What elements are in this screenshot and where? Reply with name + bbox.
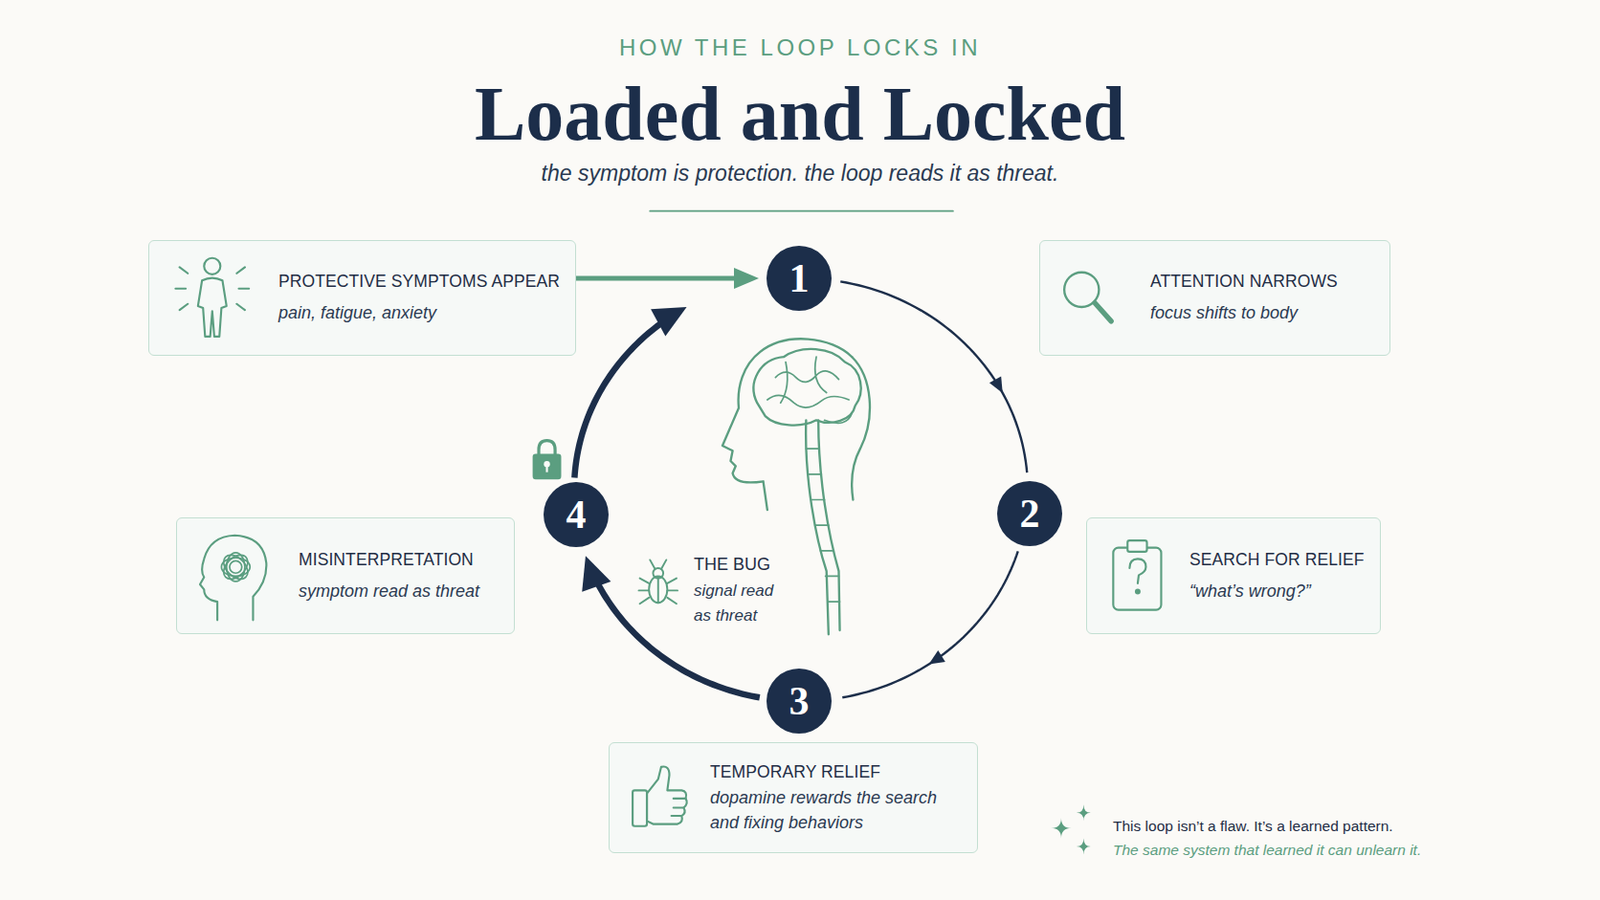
- step-number: 3: [789, 681, 810, 722]
- clipboard-clip: [1127, 540, 1147, 553]
- magnifier-lens: [1064, 272, 1099, 308]
- tangle-loop: [219, 551, 253, 585]
- tangle-core: [229, 560, 243, 574]
- divider-line: [649, 210, 954, 213]
- clipboard-icon: [1112, 540, 1161, 611]
- number-circle-fill: [766, 245, 832, 312]
- step-number-circle: 1: [766, 245, 832, 312]
- arrowhead: [650, 307, 688, 336]
- step-heading: MISINTERPRETATION: [298, 549, 514, 571]
- thumbs-up-icon: [632, 767, 688, 827]
- sparkle: [1050, 818, 1071, 839]
- thumb-fingers: [671, 799, 687, 817]
- step-box: PROTECTIVE SYMPTOMS APPEAR pain, fatigue,…: [148, 240, 577, 356]
- tangle-loop: [226, 553, 245, 582]
- head-back-outline: [851, 356, 870, 500]
- bug-head: [652, 568, 664, 579]
- cycle-arrow: [574, 323, 661, 478]
- lock-keyhole: [543, 461, 550, 467]
- number-circle-fill: [997, 481, 1063, 547]
- person-rays: [175, 266, 249, 311]
- lock-body: [533, 454, 562, 481]
- vertebrae: [805, 448, 840, 602]
- step-heading: PROTECTIVE SYMPTOMS APPEAR: [278, 270, 576, 292]
- tangle-loop: [219, 551, 253, 585]
- step-box: TEMPORARY RELIEFdopamine rewards the sea…: [608, 742, 978, 854]
- step-number-circle: 4: [543, 482, 609, 548]
- step-description: focus shifts to body: [1150, 300, 1390, 326]
- step-number: 1: [789, 258, 810, 299]
- lock-shackle: [538, 441, 556, 457]
- number-circle-fill: [766, 668, 832, 734]
- footer-note: The same system that learned it can unle…: [1112, 841, 1422, 861]
- person-head: [203, 258, 221, 275]
- sparkle-icon: [1050, 804, 1091, 855]
- step-description: “what’s wrong?”: [1189, 578, 1380, 604]
- arrowhead: [581, 555, 611, 592]
- tangle-loop: [221, 557, 250, 577]
- tangled-head-icon: [200, 535, 267, 622]
- magnifier-icon: [1064, 272, 1112, 322]
- cycle-arrow: [840, 281, 1027, 473]
- step-description: symptom read as threat: [298, 578, 514, 604]
- bug-note: signal read as threat: [693, 578, 790, 629]
- brain-folds: [767, 356, 853, 423]
- cycle-arrow: [576, 276, 736, 282]
- clipboard-board: [1112, 548, 1161, 611]
- thumb-cuff: [632, 790, 647, 826]
- bug-label: THE BUG: [693, 554, 771, 576]
- number-circle-fill: [543, 482, 609, 548]
- step-number-circle: 2: [997, 481, 1063, 547]
- thumb-hand: [646, 767, 688, 825]
- person-body: [198, 278, 227, 337]
- clipboard-question-dot: [1135, 590, 1140, 595]
- step-description: pain, fatigue, anxiety: [278, 300, 576, 326]
- lock-icon: [533, 441, 562, 481]
- lock-keyhole-slot: [545, 465, 548, 472]
- step-number-circle: 3: [766, 668, 832, 734]
- magnifier-handle: [1094, 303, 1112, 322]
- person-icon: [175, 258, 249, 337]
- sparkle: [1076, 838, 1091, 855]
- diagram-title: Loaded and Locked: [0, 75, 1600, 153]
- step-box: SEARCH FOR RELIEF “what’s wrong?”: [1086, 517, 1381, 635]
- diagram-subtitle: the symptom is protection. the loop read…: [0, 158, 1600, 188]
- step-heading: SEARCH FOR RELIEF: [1189, 549, 1380, 571]
- step-number: 4: [566, 494, 587, 535]
- bug-body: [648, 576, 667, 603]
- bug-icon: [639, 559, 679, 604]
- bug-legs: [639, 559, 679, 604]
- arrowhead: [929, 650, 946, 665]
- arrowhead: [733, 267, 759, 289]
- head-profile: [200, 535, 267, 622]
- sparkle: [1076, 804, 1091, 822]
- step-box: MISINTERPRETATION symptom read as threat: [176, 517, 515, 635]
- step-heading: TEMPORARY RELIEF: [710, 761, 978, 783]
- kicker-label: HOW THE LOOP LOCKS IN: [512, 33, 1088, 63]
- cycle-arrow: [842, 551, 1018, 698]
- head-outline: [722, 338, 852, 511]
- brain-outline: [754, 349, 862, 426]
- step-description: dopamine rewards the search and fixing b…: [710, 785, 955, 836]
- clipboard-question-curve: [1129, 558, 1146, 584]
- step-box: ATTENTION NARROWS focus shifts to body: [1039, 240, 1391, 356]
- cycle-arrow: [598, 583, 760, 698]
- arrowhead: [989, 377, 1003, 394]
- spine: [805, 420, 840, 635]
- step-number: 2: [1020, 493, 1041, 534]
- footer-note: This loop isn’t a flaw. It’s a learned p…: [1112, 817, 1394, 837]
- step-heading: ATTENTION NARROWS: [1150, 270, 1390, 292]
